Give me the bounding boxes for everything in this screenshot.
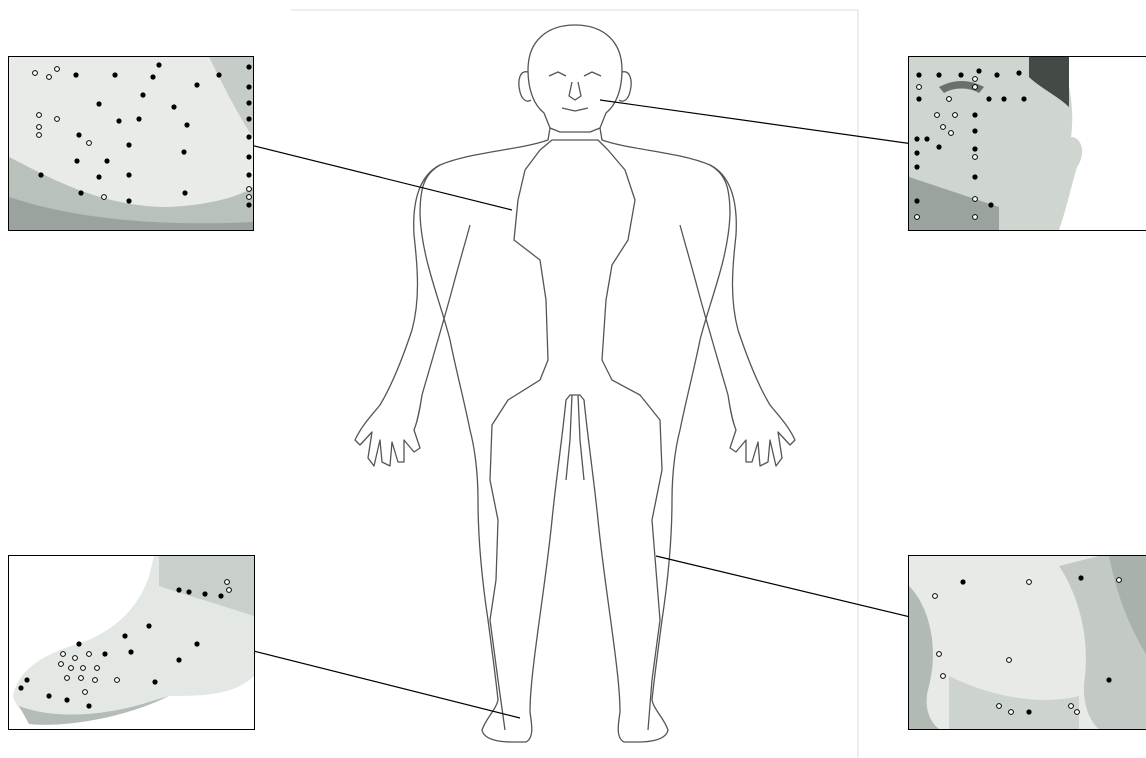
foot-skin-image bbox=[9, 556, 254, 729]
left-arm bbox=[355, 165, 470, 466]
foot-inset bbox=[8, 555, 255, 730]
right-arm bbox=[680, 165, 795, 466]
chest-skin-image bbox=[9, 57, 253, 230]
face-inset bbox=[908, 56, 1146, 231]
mouth bbox=[562, 108, 588, 111]
face-skin-image bbox=[909, 57, 1146, 230]
right-eye bbox=[584, 72, 601, 76]
center-line bbox=[566, 395, 584, 480]
leg-inset bbox=[908, 555, 1146, 730]
meridian-band bbox=[490, 140, 662, 730]
chest-inset bbox=[8, 56, 254, 231]
nose bbox=[569, 82, 581, 100]
head-outline bbox=[528, 25, 622, 132]
left-eye bbox=[549, 72, 566, 76]
leg-skin-image bbox=[909, 556, 1146, 729]
human-body-outline bbox=[355, 25, 795, 742]
leader-arrows bbox=[134, 100, 1014, 718]
torso-outline bbox=[420, 128, 730, 742]
